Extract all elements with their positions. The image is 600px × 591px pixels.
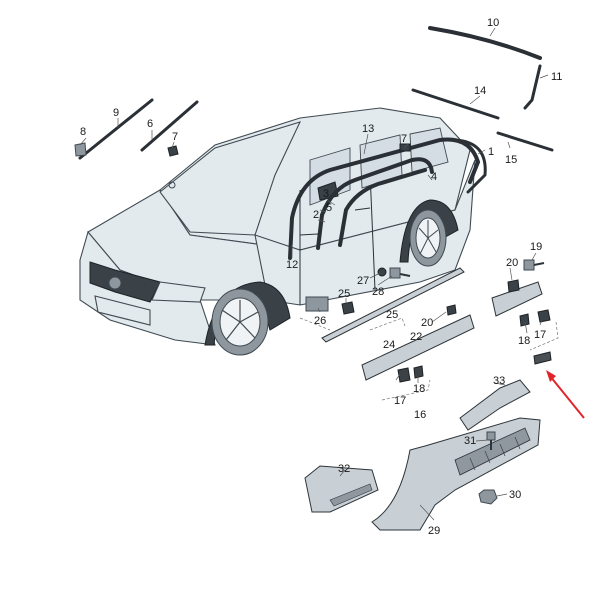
callout-label: 24 bbox=[383, 339, 395, 351]
bolt-part bbox=[389, 267, 411, 279]
callout-label: 1 bbox=[488, 146, 494, 158]
callout-label: 17 bbox=[534, 329, 546, 341]
nut-part bbox=[478, 489, 498, 505]
callout-label: 32 bbox=[338, 463, 350, 475]
rear-door-molding bbox=[491, 281, 543, 317]
clip-part bbox=[397, 367, 411, 383]
callout-label: 13 bbox=[362, 123, 374, 135]
clip-part bbox=[446, 304, 457, 316]
front-sill-piece bbox=[304, 465, 379, 513]
callout-label: 8 bbox=[80, 126, 86, 138]
door-frame-trim-inner bbox=[316, 157, 434, 250]
callout-label: 3 bbox=[323, 188, 329, 200]
callout-labels: 10 11 14 9 8 6 7 13 7 1 15 3 2 4 5 12 19… bbox=[80, 17, 562, 537]
callout-label: 31 bbox=[464, 435, 476, 447]
clip-part bbox=[399, 143, 411, 152]
trim-end-cap bbox=[523, 64, 542, 110]
callout-label: 18 bbox=[413, 383, 425, 395]
callout-label: 7 bbox=[172, 131, 178, 143]
callout-label: 6 bbox=[147, 118, 153, 130]
clip-part bbox=[413, 365, 424, 379]
screw-part bbox=[377, 267, 387, 277]
callout-label: 27 bbox=[357, 275, 369, 287]
clip-part bbox=[341, 301, 355, 315]
callout-label: 16 bbox=[414, 409, 426, 421]
a-pillar-trim bbox=[78, 98, 154, 160]
leader-lines bbox=[79, 27, 559, 521]
callout-label: 14 bbox=[474, 85, 486, 97]
sill-parts bbox=[304, 379, 541, 531]
callout-label: 20 bbox=[506, 257, 518, 269]
callout-label: 22 bbox=[410, 331, 422, 343]
callout-label: 29 bbox=[428, 525, 440, 537]
sill-plate bbox=[459, 379, 531, 431]
callout-label: 19 bbox=[530, 241, 542, 253]
windshield-trim bbox=[140, 100, 199, 152]
bracket-part bbox=[305, 296, 329, 312]
callout-label: 9 bbox=[113, 107, 119, 119]
callout-label: 11 bbox=[551, 71, 562, 83]
callout-label: 30 bbox=[509, 489, 521, 501]
callout-label: 18 bbox=[518, 335, 530, 347]
callout-label: 17 bbox=[394, 395, 406, 407]
sill-molding-strip bbox=[321, 267, 465, 343]
callout-label: 4 bbox=[431, 171, 437, 183]
vehicle-body bbox=[79, 107, 476, 356]
highlight-arrow bbox=[546, 370, 585, 419]
bolt-part bbox=[523, 259, 545, 271]
callout-label: 5 bbox=[326, 202, 332, 214]
callout-label: 2 bbox=[313, 209, 319, 221]
clip-part bbox=[74, 142, 87, 157]
callout-label: 26 bbox=[314, 315, 326, 327]
clip-part bbox=[507, 279, 520, 293]
clip-part bbox=[167, 145, 179, 157]
callout-label: 25 bbox=[386, 309, 398, 321]
door-frame-trim-outer bbox=[288, 137, 481, 260]
callout-label: 20 bbox=[421, 317, 433, 329]
roof-rail-molding bbox=[411, 88, 500, 120]
callout-label: 15 bbox=[505, 154, 517, 166]
small-part bbox=[533, 351, 552, 365]
callout-label: 33 bbox=[493, 375, 505, 387]
trim-strips bbox=[74, 26, 554, 260]
callout-label: 28 bbox=[372, 286, 384, 298]
callout-label: 25 bbox=[338, 288, 350, 300]
roof-trim-strip bbox=[428, 26, 542, 60]
callout-label: 7 bbox=[401, 133, 407, 145]
rear-window-molding bbox=[496, 131, 554, 152]
door-molding-panel bbox=[361, 314, 475, 381]
clip-part bbox=[519, 313, 530, 327]
screw-part bbox=[486, 431, 496, 450]
side-parts bbox=[305, 259, 552, 383]
callout-label: 10 bbox=[487, 17, 499, 29]
door-frame-trim-rear bbox=[338, 168, 427, 247]
callout-label: 12 bbox=[286, 259, 298, 271]
clip-part bbox=[537, 309, 551, 323]
